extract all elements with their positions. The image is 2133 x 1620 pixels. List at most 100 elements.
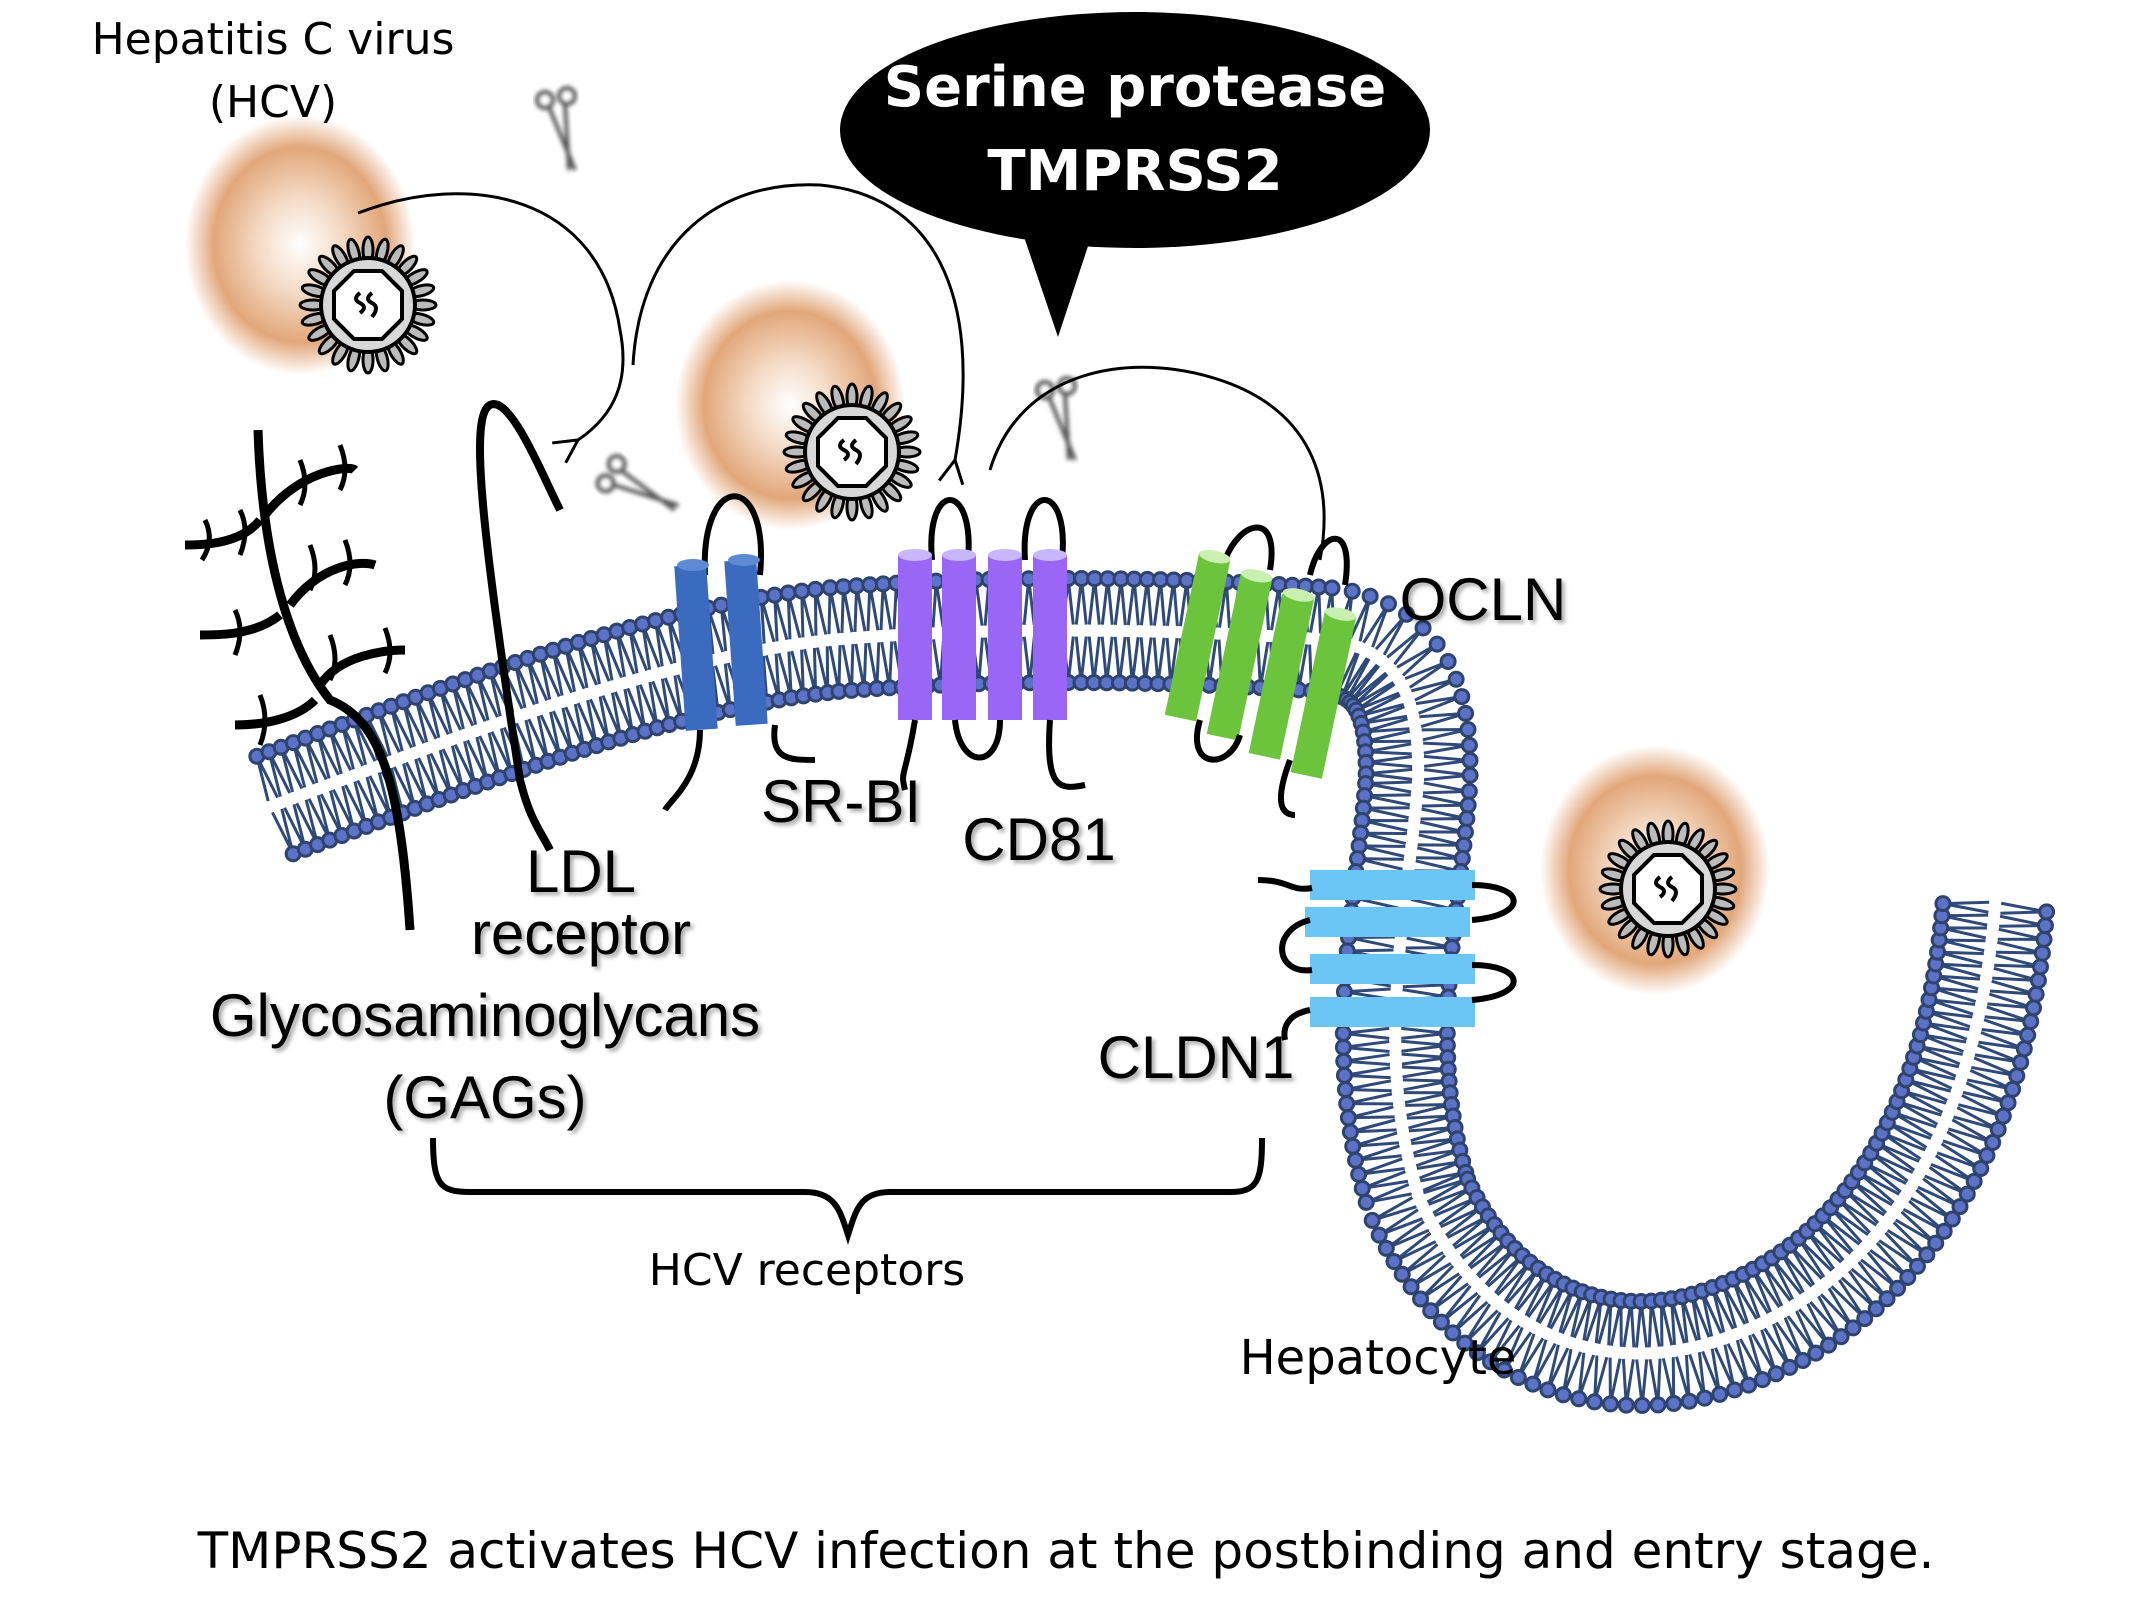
lipid-head [1554,1386,1572,1404]
lipid-head [1740,1376,1758,1394]
lipid-head [779,584,797,602]
lipid-head [1336,1080,1354,1098]
lipid-head [1461,751,1479,769]
lipid-head [1363,1211,1381,1229]
hcv-particle-3 [1540,745,1770,995]
lipid-head [1820,1336,1838,1354]
lipid-head [1432,1313,1450,1331]
lipid-head [2008,1067,2026,1085]
lipid-head [2038,903,2056,921]
bubble-line-1: Serine protease [884,55,1387,120]
ocln-label: OCLN [1400,566,1567,633]
lipid-head [1334,1024,1352,1042]
lipid-head [1965,1172,1983,1190]
lipid-head [2033,944,2051,962]
lipid-head [1459,796,1477,814]
lipid-head [1856,1310,1874,1328]
lipid-head [1934,895,1952,913]
lipid-head [1335,1052,1353,1070]
lipid-head [1753,1371,1771,1389]
lipid-head [1665,1394,1683,1412]
lipid-head [1385,1252,1403,1270]
cldn1-glyph [1257,870,1517,1041]
lipid-head [1344,1137,1362,1155]
scissors-icon [1035,376,1077,462]
virus-icon [298,235,438,375]
lipid-head [1951,1198,1969,1216]
lipid-head [1412,1290,1430,1308]
lipid-head [1878,1290,1896,1308]
lipid-head [2019,1026,2037,1044]
lipid-head [1781,1358,1799,1376]
lipid-head [1347,1151,1365,1169]
lipid-head [1338,1095,1356,1113]
virus-label-line-2: (HCV) [209,77,337,128]
lipid-head [2004,1080,2022,1098]
figure-caption: TMPRSS2 activates HCV infection at the p… [197,1522,1935,1580]
arrow-to-cd81 [631,183,965,460]
lipid-head [1397,605,1415,623]
ldl-label-line-1: LDL [526,838,636,905]
lipid-head [1341,1123,1359,1141]
arrow-to-ocln [988,365,1326,561]
lipid-head [1461,766,1479,784]
srbi-glyph [662,493,816,812]
lipid-head [1335,983,1353,1001]
lipid-head [2036,917,2054,935]
hepatocyte-label: Hepatocyte [1240,1330,1517,1386]
virus-icon [782,382,922,522]
lipid-head [1601,1395,1619,1413]
lipid-head [1807,1344,1825,1362]
lipid-head [2029,971,2047,989]
lipid-head [1958,1185,1976,1203]
lipid-head [1460,782,1478,800]
lipid-head [1414,619,1432,637]
ocln-glyph [1164,524,1357,818]
lipid-head [1361,587,1379,605]
lipid-head [1495,1361,1513,1379]
lipid-head [1918,1246,1936,1264]
lipid-head [2015,1040,2033,1058]
gags-glyph [184,429,415,931]
lipid-head [806,580,824,598]
scissors-icon [589,450,681,537]
lipid-head [1459,721,1477,739]
lipid-head [1935,1222,1953,1240]
lipid-head [2012,1053,2030,1071]
lipid-head [1447,670,1465,688]
lipid-head [1402,1278,1420,1296]
lipid-head [1343,582,1361,600]
hcv-particle-2 [675,280,922,530]
lipid-head [1509,1368,1527,1386]
lipid-head [1453,688,1471,706]
cd81-glyph [898,497,1086,791]
lipid-head [1524,1375,1542,1393]
lipid-head [1460,736,1478,754]
lipid-head [1539,1381,1557,1399]
hcv-receptors-label: HCV receptors [649,1245,965,1296]
lipid-head [1323,579,1341,597]
lipid-head [2022,1012,2040,1030]
cd81-label: CD81 [962,806,1115,873]
lipid-head [1899,1268,1917,1286]
lipid-head [2035,930,2053,948]
lipid-head [1633,1396,1651,1414]
lipid-head [1927,1234,1945,1252]
lipid-head [1767,1365,1785,1383]
lipid-head [1339,1109,1357,1127]
lipid-head [1696,1389,1714,1407]
tmprss2-speech-bubble: Serine protease TMPRSS2 [840,12,1430,337]
lipid-head [1457,704,1475,722]
lipid-head [1334,1038,1352,1056]
lipid-head [1680,1392,1698,1410]
lipid-head [1999,1094,2017,1112]
lipid-head [1456,1334,1474,1352]
lipid-head [2027,985,2045,1003]
lipid-head [1794,1351,1812,1369]
lipid-head [766,586,784,604]
scissors-icon [535,86,577,172]
lipid-head [793,582,811,600]
bubble-line-2: TMPRSS2 [987,139,1282,204]
lipid-head [1711,1385,1729,1403]
lipid-head [1370,1226,1388,1244]
